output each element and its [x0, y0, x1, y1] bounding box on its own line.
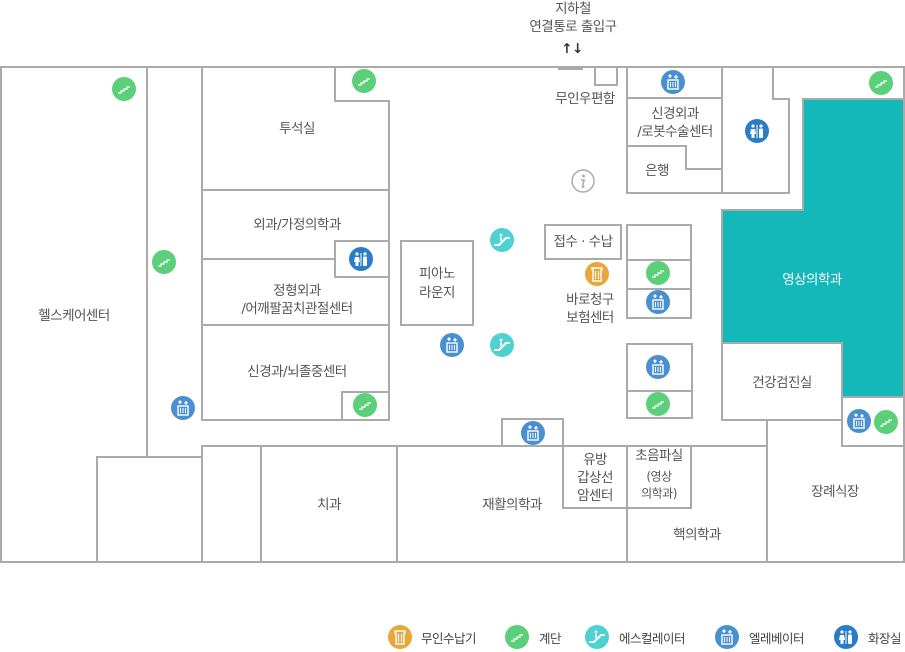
- escalator-icon[interactable]: [490, 228, 514, 252]
- legend-stairs-icon: [505, 625, 529, 649]
- room-neurosurgery-line2[interactable]: /로봇수술센터: [637, 124, 713, 140]
- room-radiology[interactable]: 영상의학과: [782, 272, 842, 288]
- room-orthopedics-line2[interactable]: /어깨팔꿈치관절센터: [241, 301, 353, 317]
- room-nuclear-medicine[interactable]: 핵의학과: [673, 527, 721, 543]
- room-neurology[interactable]: 신경과/뇌졸중센터: [247, 364, 347, 380]
- info-icon[interactable]: [571, 169, 595, 193]
- stairs-icon[interactable]: [869, 71, 893, 95]
- stairs-icon[interactable]: [874, 410, 898, 434]
- room-insurance-line2[interactable]: 보험센터: [566, 310, 614, 326]
- room-reception[interactable]: 접수 · 수납: [553, 234, 613, 250]
- room-surgery-family[interactable]: 외과/가정의학과: [253, 217, 341, 233]
- legend-elevator-icon: [715, 625, 739, 649]
- legend-escalator-label: 에스컬레이터: [619, 631, 686, 646]
- legend-kiosk-label: 무인수납기: [421, 631, 477, 646]
- legend-restroom-icon: [834, 625, 858, 649]
- escalator-icon[interactable]: [490, 333, 514, 357]
- legend-restroom-label: 화장실: [868, 631, 902, 646]
- elevator-icon[interactable]: [847, 409, 871, 433]
- elevator-icon[interactable]: [521, 421, 545, 445]
- stairs-icon[interactable]: [646, 261, 670, 285]
- legend-kiosk-icon: [388, 625, 412, 649]
- legend-elevator-label: 엘레베이터: [749, 631, 805, 646]
- elevator-icon[interactable]: [646, 290, 670, 314]
- elevator-icon[interactable]: [440, 333, 464, 357]
- room-dental[interactable]: 치과: [317, 497, 341, 513]
- room-healthcare-center[interactable]: 헬스케어센터: [38, 308, 110, 324]
- room-rehabilitation[interactable]: 재활의학과: [482, 497, 542, 513]
- room-insurance-line1[interactable]: 바로청구: [566, 292, 614, 308]
- room-piano-lounge-line1[interactable]: 피아노: [419, 266, 455, 282]
- restroom-icon[interactable]: [745, 119, 769, 143]
- room-piano-lounge-line2[interactable]: 라운지: [419, 285, 455, 301]
- room-ultrasound-line1[interactable]: 초음파실: [635, 448, 683, 464]
- legend-stairs-label: 계단: [539, 631, 562, 646]
- elevator-icon[interactable]: [171, 396, 195, 420]
- room-health-checkup[interactable]: 건강검진실: [752, 375, 812, 391]
- room-breast-line3[interactable]: 암센터: [577, 488, 613, 504]
- room-funeral-hall[interactable]: 장례식장: [811, 484, 859, 500]
- radiology-area: [721, 98, 905, 398]
- room-mailbox[interactable]: 무인우편함: [555, 91, 615, 107]
- room-dialysis[interactable]: 투석실: [279, 121, 315, 137]
- stairs-icon[interactable]: [353, 393, 377, 417]
- kiosk-icon[interactable]: [585, 262, 609, 286]
- room-breast-line2[interactable]: 갑상선: [577, 470, 613, 486]
- entrance-arrows-icon: ↑↓: [561, 41, 583, 57]
- entrance-label-line2: 연결통로 출입구: [529, 19, 617, 35]
- stairs-icon[interactable]: [352, 69, 376, 93]
- stairs-icon[interactable]: [152, 250, 176, 274]
- room-orthopedics-line1[interactable]: 정형외과: [273, 283, 321, 299]
- room-bank[interactable]: 은행: [645, 163, 669, 179]
- stairs-icon[interactable]: [112, 77, 136, 101]
- legend-escalator-icon: [585, 625, 609, 649]
- room-breast-line1[interactable]: 유방: [583, 452, 607, 468]
- room-neurosurgery-line1[interactable]: 신경외과: [651, 106, 699, 122]
- stairs-icon[interactable]: [646, 392, 670, 416]
- room-ultrasound-line2[interactable]: (영상: [646, 469, 672, 484]
- elevator-icon[interactable]: [661, 70, 685, 94]
- elevator-icon[interactable]: [646, 355, 670, 379]
- room-ultrasound-line3[interactable]: 의학과): [641, 486, 677, 501]
- restroom-icon[interactable]: [349, 247, 373, 271]
- entrance-label-line1: 지하철: [555, 1, 591, 17]
